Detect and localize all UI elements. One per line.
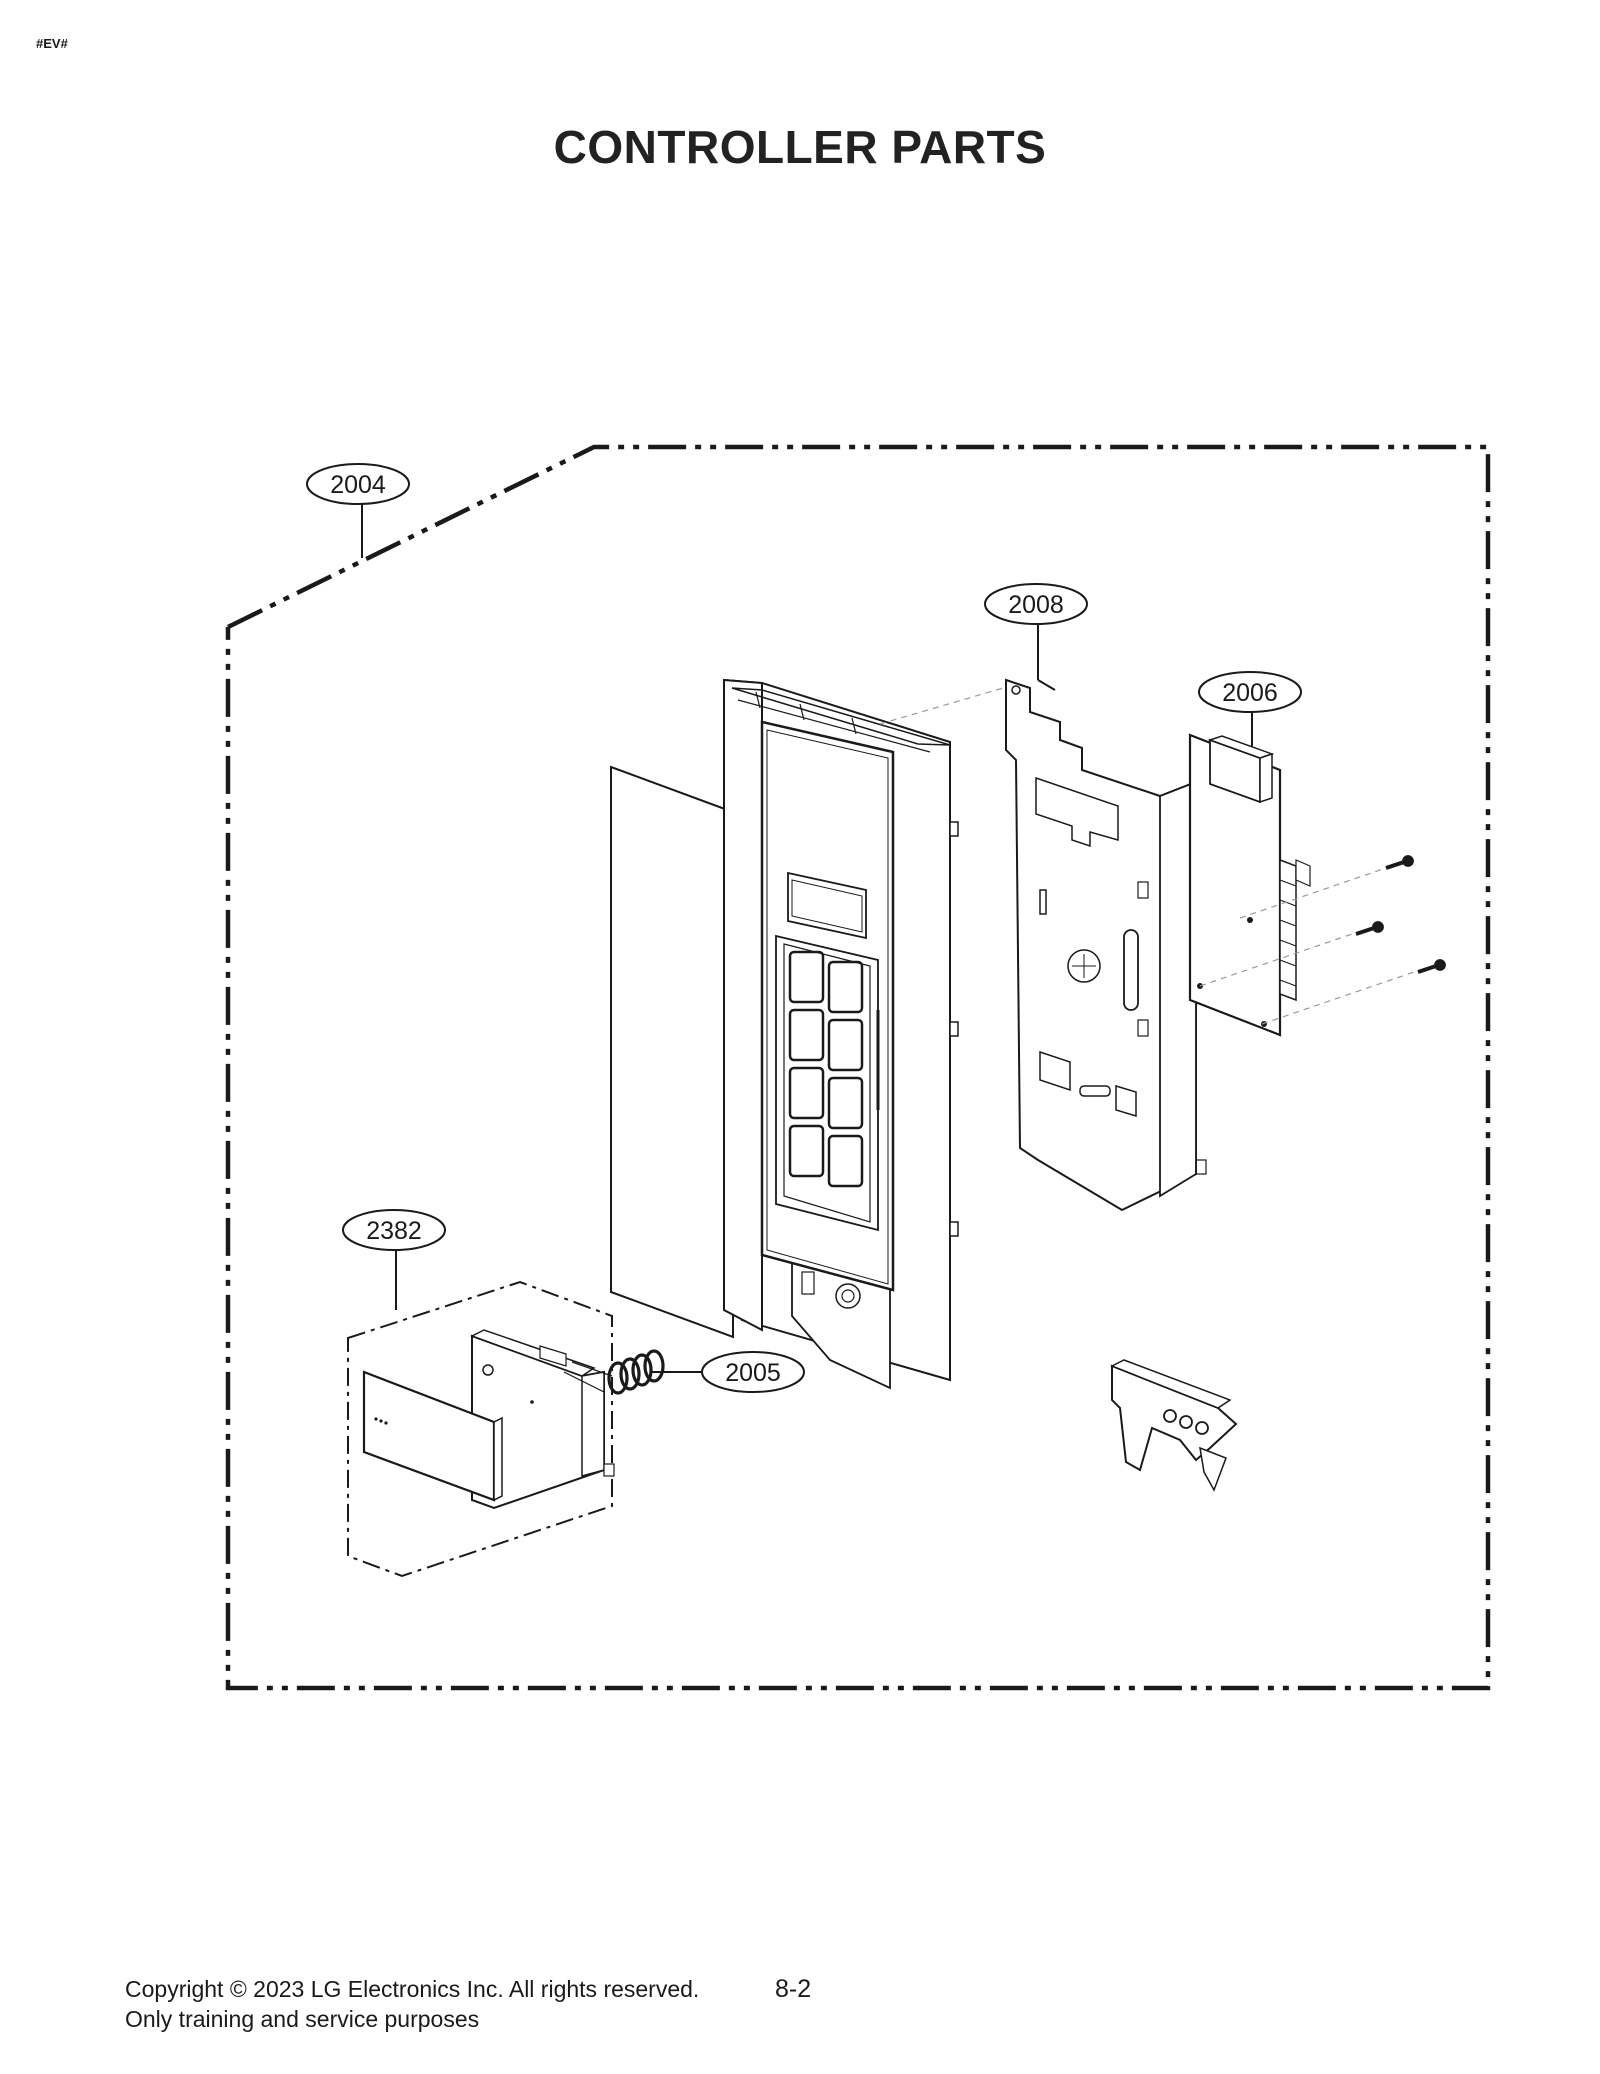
callout-label-2006: 2006 (1222, 679, 1278, 707)
callout-2005: 2005 (650, 1351, 805, 1393)
screw-parts (1355, 855, 1446, 974)
control-panel-face (760, 720, 895, 1292)
callout-label-2008: 2008 (1008, 591, 1064, 619)
page-number: 8-2 (775, 1975, 812, 2003)
callout-label-2005: 2005 (725, 1359, 781, 1387)
callout-2382: 2382 (342, 1209, 446, 1310)
spring-part (607, 1349, 665, 1395)
callout-2008: 2008 (984, 583, 1088, 691)
footer-copyright-block: Copyright © 2023 LG Electronics Inc. All… (125, 1974, 699, 2034)
button-housing-part (470, 1329, 615, 1510)
footer-usage: Only training and service purposes (125, 2006, 480, 2032)
page-title: CONTROLLER PARTS (553, 121, 1047, 173)
pcb-board-part (1188, 733, 1311, 1037)
film-sheet-part (610, 765, 734, 1339)
callout-label-2382: 2382 (366, 1217, 422, 1245)
footer-copyright: Copyright © 2023 LG Electronics Inc. All… (125, 1976, 700, 2002)
assembly-boundary (225, 444, 1491, 1691)
callout-2004: 2004 (306, 463, 410, 558)
callout-label-2004: 2004 (330, 471, 386, 499)
button-cover-part (362, 1370, 503, 1502)
pcb-bracket-part (1005, 678, 1207, 1212)
callout-2006: 2006 (1198, 671, 1302, 770)
latch-part (1110, 1359, 1238, 1492)
button-assembly-boundary (347, 1280, 613, 1578)
document-tag: #EV# (36, 36, 68, 51)
